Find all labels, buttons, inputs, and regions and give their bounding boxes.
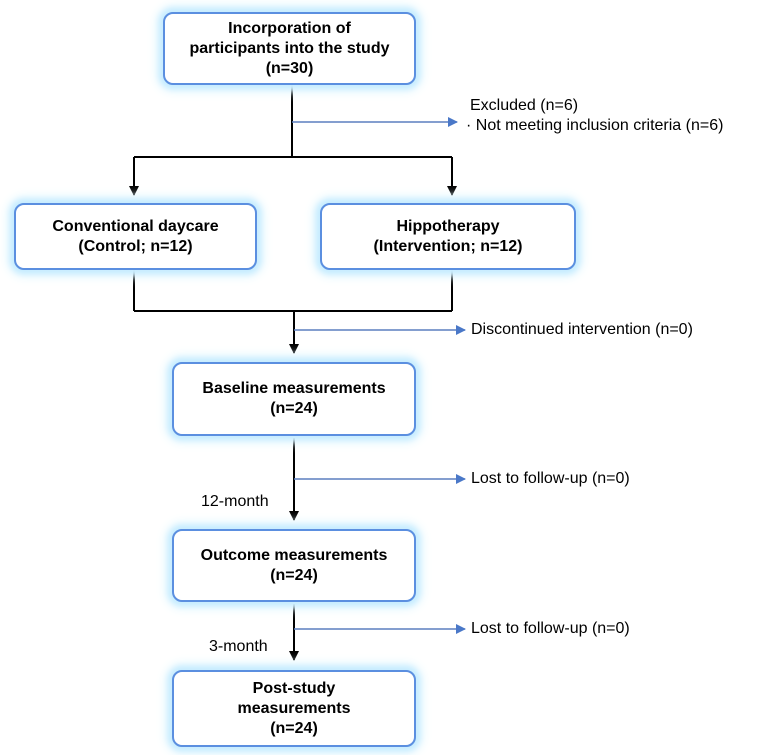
incorporation-line-3: (n=30) xyxy=(265,59,314,77)
lost-followup-note-1: Lost to follow-up (n=0) xyxy=(471,469,630,489)
hippotherapy-box: Hippotherapy (Intervention; n=12) xyxy=(320,203,576,270)
three-month-label: 3-month xyxy=(209,638,268,655)
conventional-daycare-box: Conventional daycare (Control; n=12) xyxy=(14,203,257,270)
excluded-line-2: · Not meeting inclusion criteria (n=6) xyxy=(466,117,724,134)
excluded-note: Excluded (n=6) · Not meeting inclusion c… xyxy=(466,96,723,136)
hippotherapy-line-2: (Intervention; n=12) xyxy=(373,237,523,255)
lost-followup-note-2: Lost to follow-up (n=0) xyxy=(471,619,630,639)
incorporation-line-2: participants into the study xyxy=(189,39,390,57)
discontinued-note: Discontinued intervention (n=0) xyxy=(471,320,693,340)
poststudy-measurements-box: Post-study measurements (n=24) xyxy=(172,670,416,747)
incorporation-box: Incorporation of participants into the s… xyxy=(163,12,416,85)
baseline-line-2: (n=24) xyxy=(270,400,318,417)
lost-followup-text-1: Lost to follow-up (n=0) xyxy=(471,470,630,487)
poststudy-line-3: (n=24) xyxy=(270,719,318,737)
excluded-line-1: Excluded (n=6) xyxy=(470,97,579,114)
poststudy-line-1: Post-study xyxy=(252,679,336,697)
twelve-month-label: 12-month xyxy=(201,493,269,510)
conventional-line-2: (Control; n=12) xyxy=(78,237,193,255)
poststudy-line-2: measurements xyxy=(237,699,351,717)
outcome-line-2: (n=24) xyxy=(270,566,318,584)
incorporation-line-1: Incorporation of xyxy=(228,19,351,37)
outcome-measurements-box: Outcome measurements (n=24) xyxy=(172,529,416,602)
outcome-line-1: Outcome measurements xyxy=(200,546,388,564)
lost-followup-text-2: Lost to follow-up (n=0) xyxy=(471,620,630,637)
discontinued-text: Discontinued intervention (n=0) xyxy=(471,321,693,338)
conventional-line-1: Conventional daycare xyxy=(52,217,219,235)
hippotherapy-line-1: Hippotherapy xyxy=(396,217,500,235)
baseline-measurements-box: Baseline measurements (n=24) xyxy=(172,362,416,436)
baseline-line-1: Baseline measurements xyxy=(202,380,386,397)
